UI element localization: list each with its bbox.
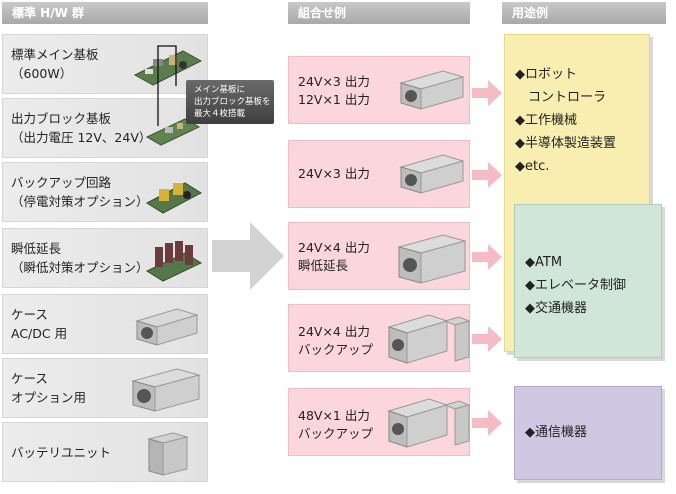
hw-item-main-board: 標準メイン基板（600W） <box>2 34 208 94</box>
use-item: ◆ロボット <box>515 67 577 82</box>
psu-with-battery-icon-2 <box>387 398 471 448</box>
hw-item-case-option: ケースオプション用 <box>2 358 208 418</box>
arrow-combo-5 <box>472 410 502 436</box>
use-item: ◆交通機器 <box>525 301 587 316</box>
combo-5: 48V×1 出力バックアップ <box>288 388 471 456</box>
combo-2: 24V×3 出力 <box>288 140 470 208</box>
use-item: ◆etc. <box>515 159 550 174</box>
hw-label-4: 瞬低延長（瞬低対策オプション） <box>11 241 149 275</box>
combo-label-2: 24V×3 出力 <box>298 166 370 181</box>
hw-item-dip-extension: 瞬低延長（瞬低対策オプション） <box>2 228 208 288</box>
psu-unit-icon-2 <box>399 154 465 194</box>
arrow-combo-3 <box>472 244 502 270</box>
hw-item-battery-unit: バッテリユニット <box>2 422 208 482</box>
hw-label-3: バックアップ回路（停電対策オプション） <box>11 175 149 209</box>
hw-label-6: ケースオプション用 <box>11 371 87 405</box>
combo-label-3: 24V×4 出力瞬低延長 <box>298 240 370 273</box>
combo-4: 24V×4 出力バックアップ <box>288 304 471 372</box>
header-use: 用途例 <box>502 2 666 24</box>
capacitor-board-icon <box>145 241 203 282</box>
psu-tall-unit-icon <box>397 234 467 284</box>
use-box-infrastructure: ◆ATM ◆エレベータ制御 ◆交通機器 <box>514 204 662 358</box>
combo-label-4: 24V×4 出力バックアップ <box>298 324 374 357</box>
hw-item-output-block: 出力ブロック基板（出力電圧 12V、24V） <box>2 98 208 158</box>
psu-unit-icon <box>399 70 465 110</box>
hw-label-7: バッテリユニット <box>11 445 112 460</box>
use-item: ◆エレベータ制御 <box>525 278 626 293</box>
arrow-combo-1 <box>472 80 502 106</box>
big-arrow-icon <box>212 222 284 290</box>
case-option-icon <box>131 368 201 412</box>
case-acdc-icon <box>135 308 199 346</box>
backup-board-icon <box>145 182 203 214</box>
combo-label-5: 48V×1 出力バックアップ <box>298 408 374 441</box>
psu-with-battery-icon <box>387 314 471 364</box>
header-combo: 組合せ例 <box>288 2 470 24</box>
output-block-board-icon <box>145 118 201 146</box>
hw-item-backup-circuit: バックアップ回路（停電対策オプション） <box>2 162 208 222</box>
use-item: ◆半導体製造装置 <box>515 136 616 151</box>
connector-line <box>157 45 177 126</box>
hw-label-1: 標準メイン基板（600W） <box>11 47 99 81</box>
use-item: コントローラ <box>515 90 607 105</box>
battery-unit-icon <box>147 432 189 476</box>
use-box-communication: ◆通信機器 <box>514 386 662 480</box>
use-item: ◆ATM <box>525 255 563 270</box>
arrow-combo-4 <box>472 326 502 352</box>
header-hw: 標準 H/W 群 <box>2 2 208 24</box>
use-item: ◆工作機械 <box>515 113 577 128</box>
use-item: ◆通信機器 <box>525 425 587 440</box>
combo-3: 24V×4 出力瞬低延長 <box>288 222 470 290</box>
arrow-combo-2 <box>472 162 502 188</box>
callout-note: メイン基板に 出力ブロック基板を 最大４枚搭載 <box>186 80 274 124</box>
hw-label-2: 出力ブロック基板（出力電圧 12V、24V） <box>11 111 152 145</box>
